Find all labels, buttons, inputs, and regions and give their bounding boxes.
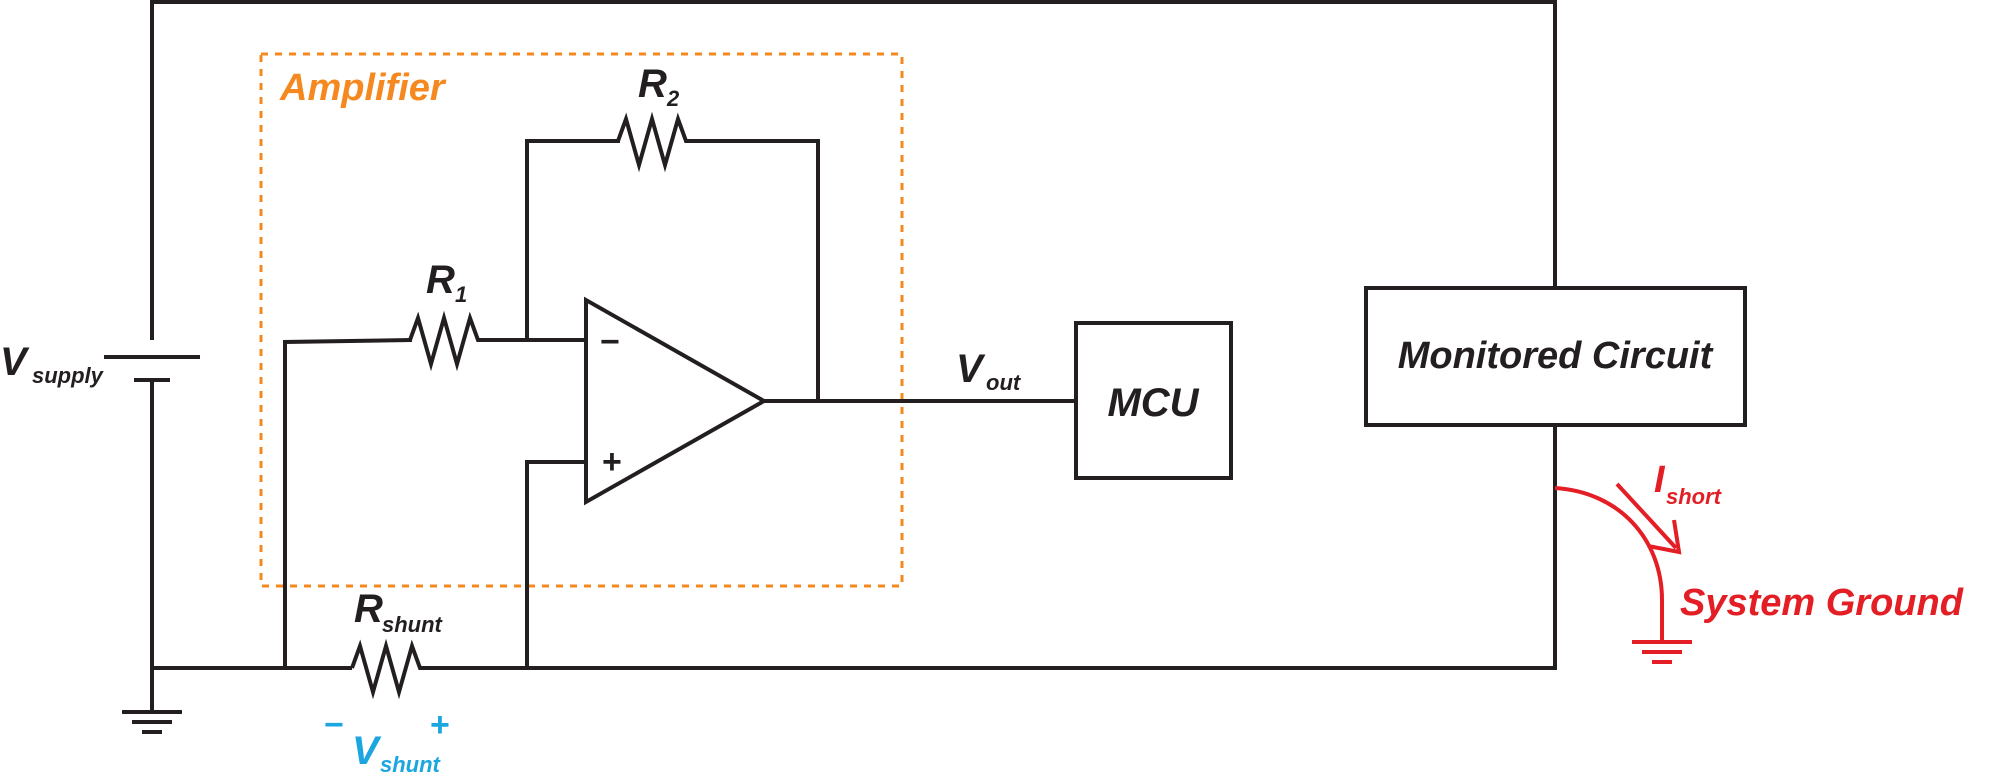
vout-label: V <box>956 347 986 391</box>
inverting-input-path <box>283 338 413 668</box>
mcu-label: MCU <box>1107 381 1199 425</box>
op-amp-triangle <box>584 296 769 506</box>
right-return-wire <box>427 425 1557 670</box>
op-amp-plus-sign: + <box>602 443 622 481</box>
op-amp: − + <box>584 296 769 506</box>
vshunt-annotation: − + V shunt <box>324 706 450 777</box>
mcu-box <box>1074 321 1233 480</box>
r1-subscript: 1 <box>455 282 467 307</box>
r2-label: R <box>638 62 667 106</box>
r2-subscript: 2 <box>666 86 680 111</box>
op-amp-minus-sign: − <box>600 323 620 361</box>
supply-battery: V supply <box>0 340 200 388</box>
top-rail-wire <box>150 0 1557 668</box>
r2-resistor: R 2 <box>616 62 692 173</box>
system-ground-label: System Ground <box>1680 582 1964 624</box>
r2-zigzag <box>616 111 692 173</box>
vshunt-subscript: shunt <box>380 752 442 777</box>
r1-resistor: R 1 <box>408 258 482 372</box>
ground-icon <box>122 710 182 734</box>
r1-label: R <box>426 258 455 302</box>
amplifier-wires <box>283 139 1076 668</box>
vout-subscript: out <box>986 370 1022 395</box>
vsupply-subscript: supply <box>32 363 105 388</box>
rshunt-subscript: shunt <box>382 612 444 637</box>
monitored-circuit-label: Monitored Circuit <box>1398 335 1714 377</box>
system-ground-icon <box>1632 640 1692 664</box>
noninverting-input-path <box>525 460 586 668</box>
vshunt-minus-sign: − <box>324 706 344 744</box>
short-fault-path: I short System Ground <box>1554 459 1964 640</box>
short-arrow-head <box>1647 519 1682 555</box>
amplifier-label: Amplifier <box>279 67 447 109</box>
main-wires <box>150 0 1557 710</box>
monitored-circuit-block: Monitored Circuit <box>1364 286 1747 427</box>
short-curve <box>1554 486 1664 640</box>
ishort-label: I <box>1654 459 1666 501</box>
vshunt-label: V <box>352 729 382 773</box>
amplifier-box <box>259 52 904 588</box>
monitored-circuit-box <box>1364 286 1747 427</box>
mcu-block: MCU <box>1074 321 1233 480</box>
r1-zigzag <box>408 310 482 372</box>
shunt-resistor: R shunt <box>350 587 444 700</box>
rshunt-label: R <box>354 587 383 631</box>
feedback-right-wire <box>690 139 820 401</box>
short-arrow-shaft <box>1615 482 1678 550</box>
shunt-resistor-zigzag <box>350 638 427 700</box>
vsupply-label: V <box>0 340 30 384</box>
ishort-subscript: short <box>1666 484 1723 509</box>
vshunt-plus-sign: + <box>430 706 450 744</box>
feedback-left-wire <box>525 139 620 340</box>
